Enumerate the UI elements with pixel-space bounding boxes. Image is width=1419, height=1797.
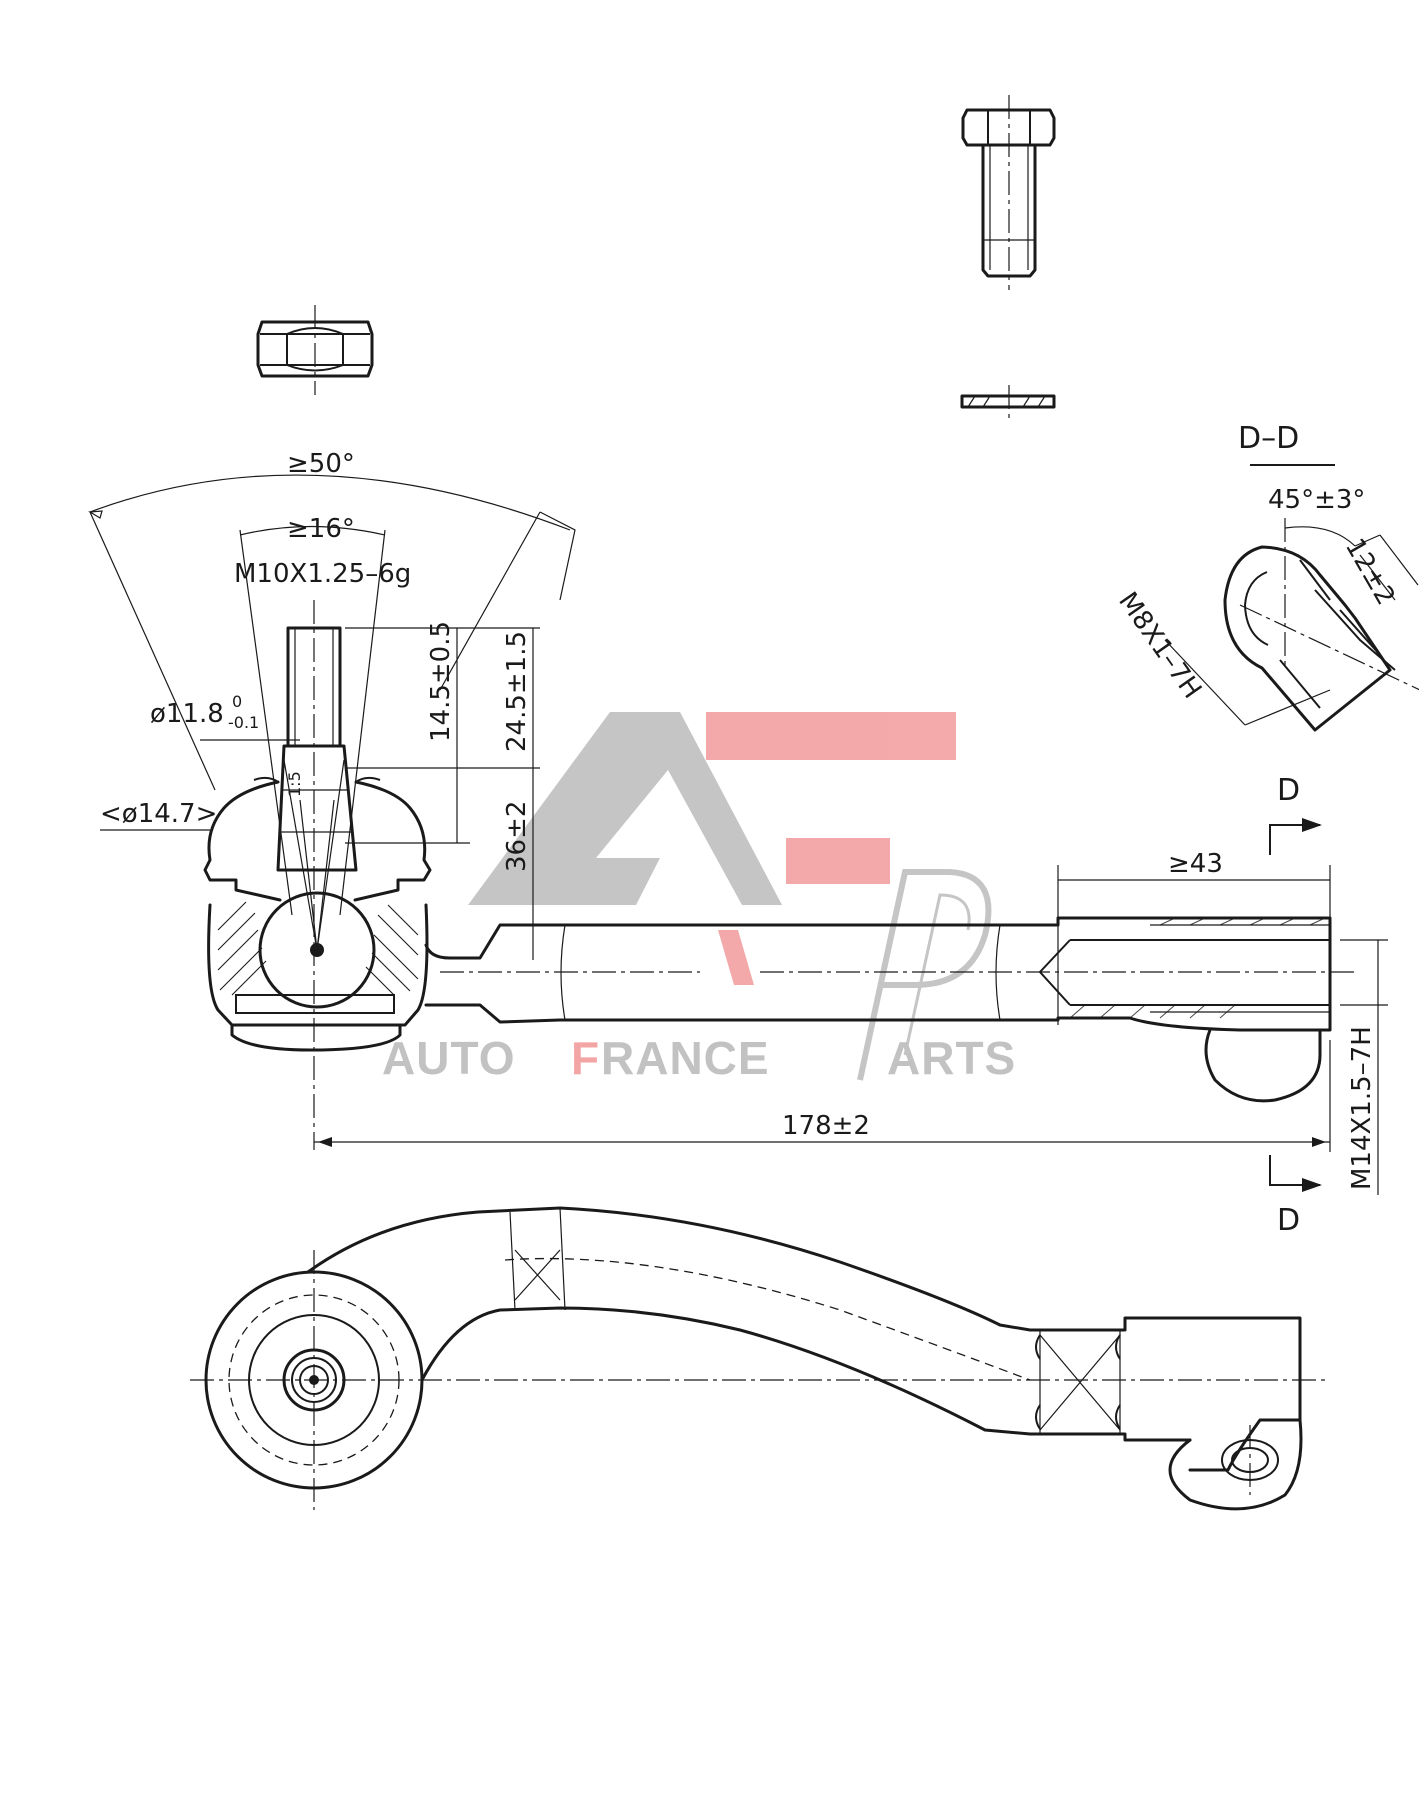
section-markers <box>1269 818 1322 1192</box>
dimension-thread-rod: M14X1.5–7H <box>1347 1026 1377 1190</box>
washer-drawing <box>960 385 1056 418</box>
dimension-height-center: 36±2 <box>502 801 532 872</box>
dimension-dia-taper-lower-tol: -0.1 <box>228 713 259 732</box>
section-dd-view <box>1223 464 1419 732</box>
watermark-word-arts: ARTS <box>887 1032 1016 1084</box>
watermark-word-france-initial: F <box>571 1032 600 1084</box>
watermark-logo <box>468 712 992 1081</box>
section-marker-bottom: D <box>1277 1203 1300 1238</box>
dimension-dia-boot: <ø14.7> <box>100 799 217 829</box>
vertical-dimension-lines <box>100 627 540 960</box>
dimension-thread-stud: M10X1.25–6g <box>234 559 411 589</box>
dimension-angle-inner: ≥16° <box>287 514 355 544</box>
section-dd-label: D–D <box>1238 421 1299 456</box>
watermark-word-france: RANCE <box>601 1032 770 1084</box>
watermark-red-stem <box>718 930 754 985</box>
watermark-red-bar-mid <box>786 838 890 884</box>
watermark-a-shape <box>468 712 782 905</box>
dimension-thread-depth-lines <box>1057 865 1331 918</box>
watermark-p-inner <box>903 893 971 1056</box>
dimension-dia-taper-upper-tol: 0 <box>232 692 242 711</box>
section-dd-angle: 45°±3° <box>1268 485 1365 515</box>
dimension-len-stud: 24.5±1.5 <box>502 631 532 752</box>
dimension-len-taper: 14.5±0.5 <box>426 621 456 742</box>
dimension-overall-length-lines <box>314 1040 1331 1152</box>
section-marker-top: D <box>1277 773 1300 808</box>
bolt-drawing <box>961 95 1056 290</box>
dimension-overall-length: 178±2 <box>782 1111 870 1141</box>
watermark-p-outline <box>857 869 992 1081</box>
nut-drawing <box>256 305 374 395</box>
tie-rod-arm-front-view <box>424 916 1355 1103</box>
dimension-thread-depth: ≥43 <box>1168 849 1223 879</box>
dimension-dia-taper: ø11.8 <box>150 699 224 729</box>
section-dd-thread-clamp: M8X1–7H <box>1112 587 1207 704</box>
dimension-thread-rod-lines <box>1340 939 1388 1195</box>
section-dd-slot-width: 12±2 <box>1339 534 1401 611</box>
ball-joint-front-view <box>203 600 432 1150</box>
dimension-angle-outer: ≥50° <box>287 449 355 479</box>
watermark-red-bar-top <box>706 712 956 760</box>
tie-rod-top-view <box>190 1206 1325 1511</box>
watermark-word-auto: AUTO <box>382 1032 516 1084</box>
section-dd-dimension-lines <box>1164 526 1419 726</box>
